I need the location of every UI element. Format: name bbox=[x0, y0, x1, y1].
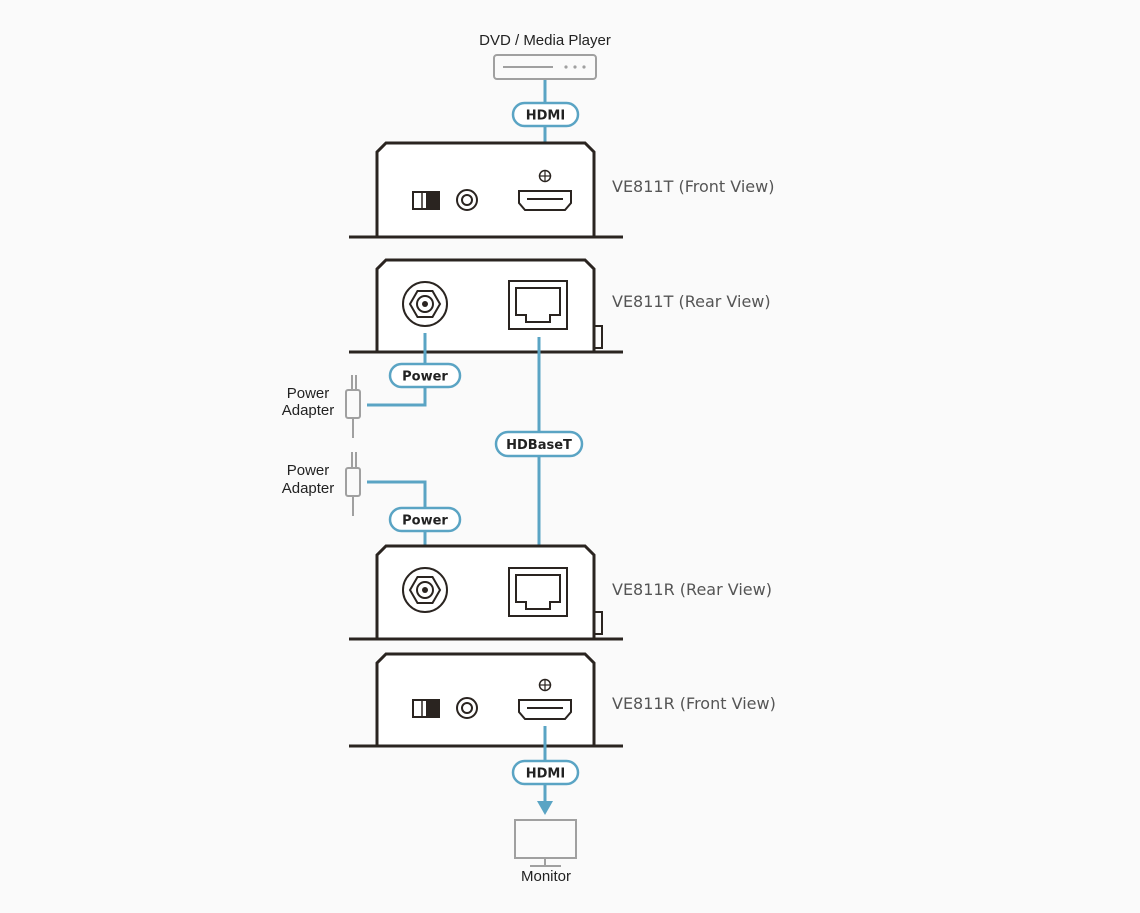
svg-text:Power: Power bbox=[402, 514, 448, 529]
screw-icon bbox=[538, 169, 552, 183]
monitor-label: Monitor bbox=[521, 868, 571, 885]
ve811r-front-unit bbox=[349, 652, 623, 748]
hdmi-input-cable-label: HDMI bbox=[511, 101, 580, 128]
ir-port-icon bbox=[456, 189, 478, 211]
power-adapter-rx-label-1: Power bbox=[287, 462, 330, 479]
hdmi-output-cable-label: HDMI bbox=[511, 759, 580, 786]
screw-icon bbox=[538, 678, 552, 692]
svg-text:HDMI: HDMI bbox=[526, 109, 565, 124]
power-adapter-tx-label-1: Power bbox=[287, 385, 330, 402]
ve811r-rear-unit bbox=[349, 544, 623, 641]
svg-text:HDBaseT: HDBaseT bbox=[506, 438, 572, 453]
power-jack-icon bbox=[402, 567, 448, 613]
ve811t-front-label: VE811T (Front View) bbox=[612, 177, 774, 196]
dvd-player-icon bbox=[493, 54, 597, 80]
power-adapter-rx-label-2: Adapter bbox=[282, 480, 335, 497]
hdmi-port-icon bbox=[518, 190, 572, 211]
power-cable-rx bbox=[367, 480, 427, 566]
power-cable-tx bbox=[367, 333, 427, 407]
power-jack-icon bbox=[402, 281, 448, 327]
rj45-port-icon bbox=[508, 567, 568, 617]
power-adapter-tx-label-2: Adapter bbox=[282, 402, 335, 419]
ve811r-front-label: VE811R (Front View) bbox=[612, 694, 776, 713]
ve811t-rear-label: VE811T (Rear View) bbox=[612, 292, 771, 311]
hdbaset-cable-label: HDBaseT bbox=[494, 430, 584, 458]
ve811t-rear-unit bbox=[349, 258, 623, 354]
monitor-icon bbox=[514, 819, 577, 867]
svg-text:Power: Power bbox=[402, 370, 448, 385]
dvd-player-label: DVD / Media Player bbox=[479, 32, 611, 49]
mode-switch-icon bbox=[412, 699, 440, 718]
rj45-port-icon bbox=[508, 280, 568, 330]
power-cable-rx-label: Power bbox=[388, 506, 462, 533]
power-cable-tx-label: Power bbox=[388, 362, 462, 389]
ve811t-front-unit bbox=[349, 141, 623, 239]
svg-text:HDMI: HDMI bbox=[526, 767, 565, 782]
ve811r-rear-label: VE811R (Rear View) bbox=[612, 580, 772, 599]
power-adapter-tx-icon bbox=[345, 375, 361, 438]
hdmi-port-icon bbox=[518, 699, 572, 720]
mode-switch-icon bbox=[412, 191, 440, 210]
ir-port-icon bbox=[456, 697, 478, 719]
power-adapter-rx-icon bbox=[345, 452, 361, 516]
